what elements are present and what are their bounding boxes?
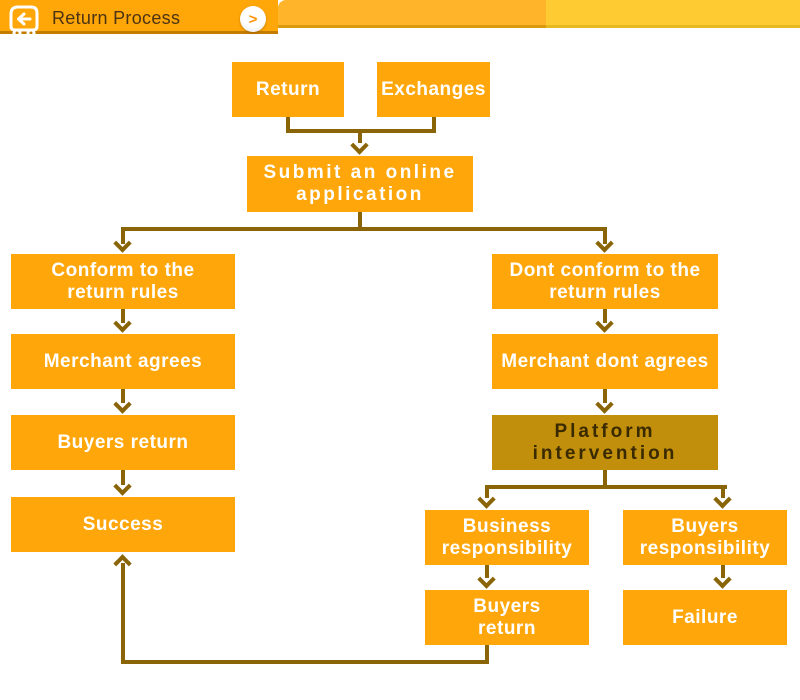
arrow-up-icon [113, 554, 132, 573]
edge-segment [358, 212, 362, 231]
node-return: Return [232, 62, 344, 117]
node-conform-rules: Conform to the return rules [11, 254, 235, 309]
edge-segment [603, 389, 607, 403]
header-bar-left [0, 0, 278, 34]
node-merchant-agrees: Merchant agrees [11, 334, 235, 389]
arrow-down-icon [113, 314, 132, 333]
arrow-down-icon [595, 314, 614, 333]
edge-segment [603, 470, 607, 489]
arrow-down-icon [113, 234, 132, 253]
header-more-button[interactable]: > [240, 6, 266, 32]
edge-segment [121, 227, 125, 244]
edge-segment [603, 227, 607, 244]
edge-segment [121, 227, 607, 231]
edge-segment [121, 389, 125, 403]
node-platform-intervention: Platform intervention [492, 415, 718, 470]
edge-segment [432, 117, 436, 133]
node-success: Success [11, 497, 235, 552]
arrow-down-icon [595, 395, 614, 414]
arrow-down-icon [713, 570, 732, 589]
node-merchant-dont-agrees: Merchant dont agrees [492, 334, 718, 389]
edge-segment [121, 660, 489, 664]
node-submit-application: Submit an online application [247, 156, 473, 212]
arrow-down-icon [713, 490, 732, 509]
arrow-down-icon [113, 477, 132, 496]
header-bar-right [546, 0, 800, 28]
edge-segment [721, 565, 725, 578]
edge-segment [358, 129, 362, 143]
node-exchanges: Exchanges [377, 62, 490, 117]
edge-segment [485, 485, 489, 498]
page-title: Return Process [52, 8, 181, 28]
edge-segment [485, 485, 727, 489]
edge-segment [286, 117, 290, 133]
arrow-down-icon [595, 234, 614, 253]
node-failure: Failure [623, 590, 787, 645]
return-truck-icon [4, 1, 44, 46]
arrow-down-icon [477, 490, 496, 509]
node-buyers-return-bottom: Buyers return [425, 590, 589, 645]
edge-segment [121, 470, 125, 485]
node-buyers-return-top: Buyers return [11, 415, 235, 470]
edge-segment [121, 563, 125, 664]
chevron-right-icon: > [248, 10, 258, 28]
edge-segment [121, 309, 125, 323]
node-dont-conform-rules: Dont conform to the return rules [492, 254, 718, 309]
node-business-responsibility: Business responsibility [425, 510, 589, 565]
arrow-down-icon [477, 570, 496, 589]
header-bar-mid [278, 0, 546, 28]
edge-segment [485, 565, 489, 578]
edge-segment [721, 485, 725, 498]
arrow-down-icon [113, 395, 132, 414]
edge-segment [603, 309, 607, 323]
edge-segment [485, 645, 489, 664]
arrow-down-icon [350, 136, 369, 155]
node-buyers-responsibility: Buyers responsibility [623, 510, 787, 565]
